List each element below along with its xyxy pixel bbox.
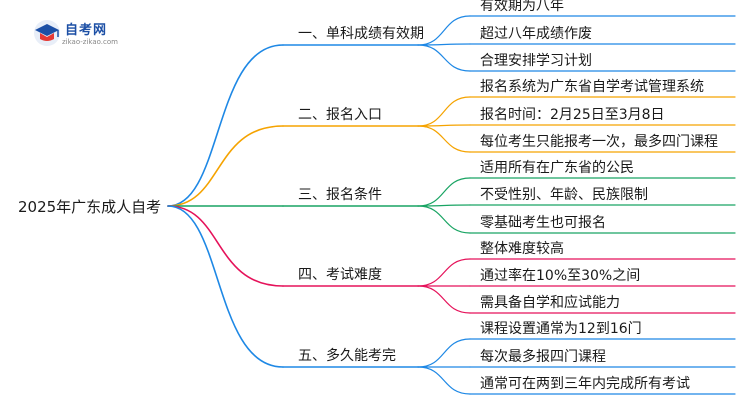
logo-url: zikao-zikao.com bbox=[62, 38, 118, 46]
leaf-node: 适用所有在广东省的公民 bbox=[480, 160, 634, 176]
branch-node: 四、考试难度 bbox=[298, 267, 382, 283]
branch-node: 三、报名条件 bbox=[298, 187, 382, 203]
leaf-node: 合理安排学习计划 bbox=[480, 53, 592, 69]
branch-node: 五、多久能考完 bbox=[298, 348, 396, 364]
root-branch-connector bbox=[167, 125, 284, 207]
branch-leaf-connector bbox=[417, 338, 471, 368]
root-branch-connector bbox=[167, 205, 284, 287]
leaf-node: 每位考生只能报考一次，最多四门课程 bbox=[480, 134, 718, 150]
leaf-node: 课程设置通常为12到16门 bbox=[480, 321, 642, 337]
leaf-node: 每次最多报四门课程 bbox=[480, 349, 606, 365]
branch-leaf-connector bbox=[417, 177, 471, 207]
leaf-node: 整体难度较高 bbox=[480, 241, 564, 257]
leaf-node: 通过率在10%至30%之间 bbox=[480, 268, 641, 284]
branch-leaf-connector bbox=[417, 15, 471, 46]
leaf-node: 报名时间：2月25日至3月8日 bbox=[480, 107, 665, 123]
root-branch-connector bbox=[167, 44, 284, 207]
branch-leaf-connector bbox=[417, 96, 471, 127]
leaf-node: 不受性别、年龄、民族限制 bbox=[480, 187, 648, 203]
root-branch-connector bbox=[167, 205, 284, 368]
branch-leaf-connector bbox=[417, 125, 471, 153]
site-logo[interactable]: 自考网 zikao-zikao.com bbox=[32, 16, 152, 56]
branch-node: 二、报名入口 bbox=[298, 107, 382, 123]
branch-leaf-connector bbox=[417, 258, 471, 287]
logo-name: 自考网 bbox=[65, 23, 108, 38]
branch-leaf-connector bbox=[417, 205, 471, 234]
branch-node: 一、单科成绩有效期 bbox=[298, 26, 424, 42]
leaf-node: 通常可在两到三年内完成所有考试 bbox=[480, 376, 690, 392]
leaf-node: 超过八年成绩作废 bbox=[480, 26, 592, 42]
leaf-node: 有效期为八年 bbox=[480, 0, 564, 14]
leaf-node: 报名系统为广东省自学考试管理系统 bbox=[480, 79, 704, 95]
branch-leaf-connector bbox=[417, 366, 471, 395]
branch-leaf-connector bbox=[417, 285, 471, 314]
leaf-node: 需具备自学和应试能力 bbox=[480, 295, 620, 311]
root-node: 2025年广东成人自考 bbox=[18, 198, 162, 216]
graduation-cap-icon bbox=[34, 20, 60, 46]
branch-leaf-connector bbox=[417, 44, 471, 72]
leaf-node: 零基础考生也可报名 bbox=[480, 215, 606, 231]
